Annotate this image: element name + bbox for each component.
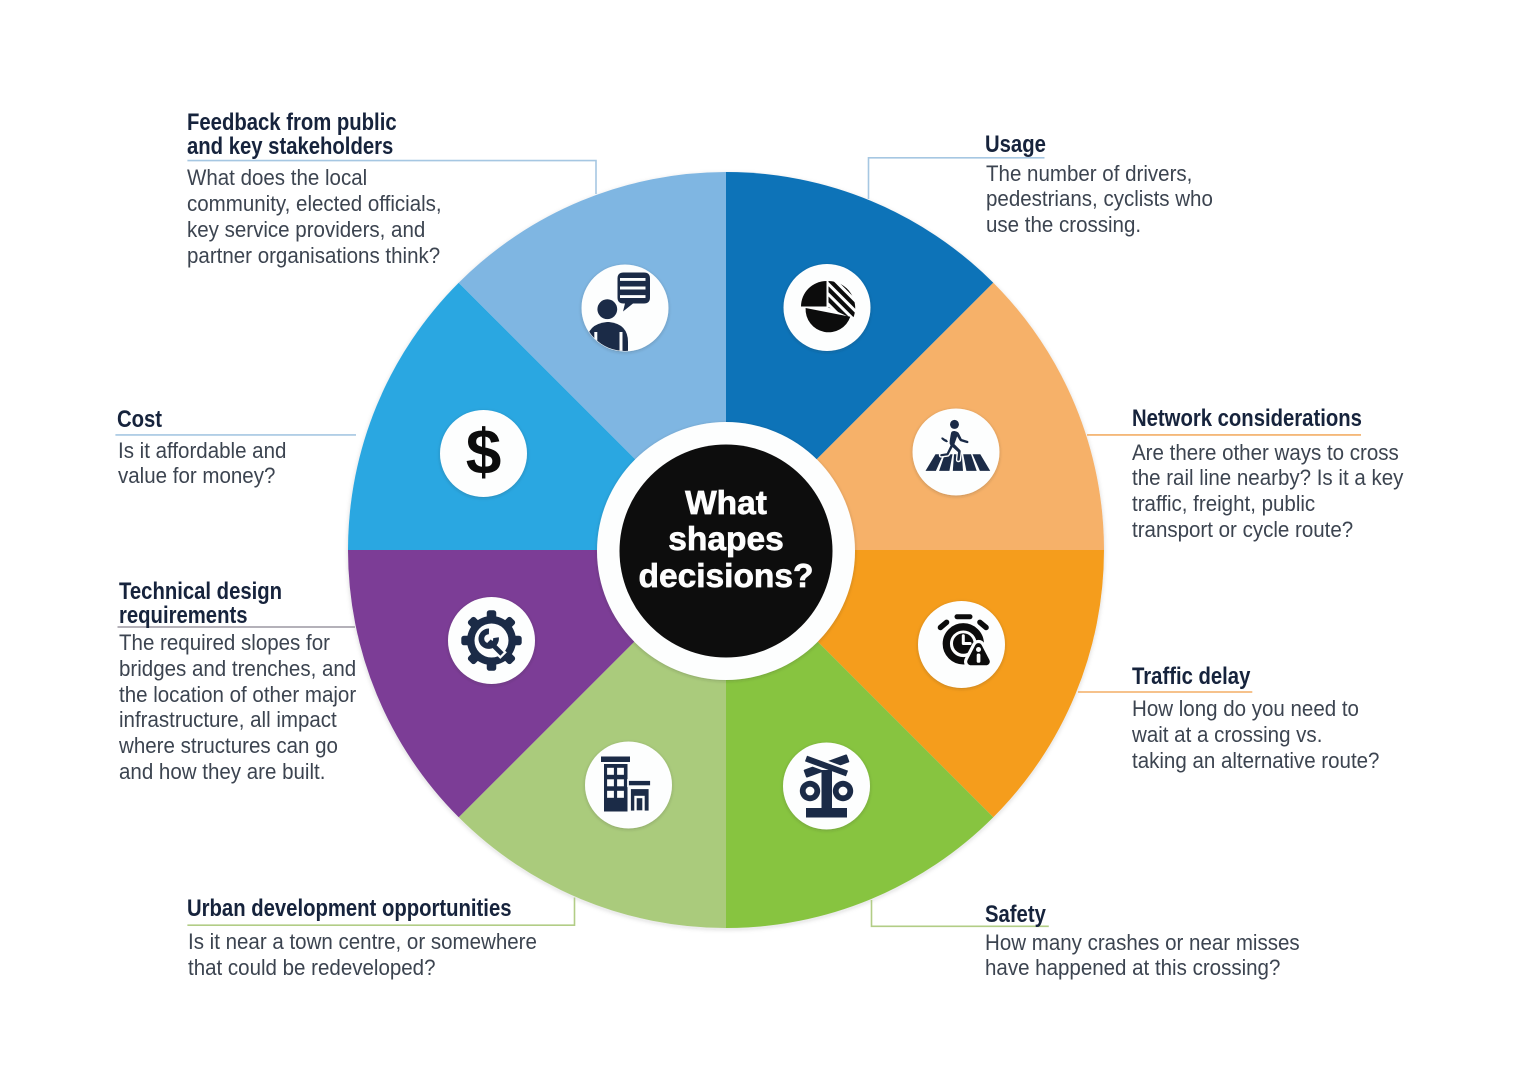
svg-text:$: $ bbox=[466, 416, 502, 488]
